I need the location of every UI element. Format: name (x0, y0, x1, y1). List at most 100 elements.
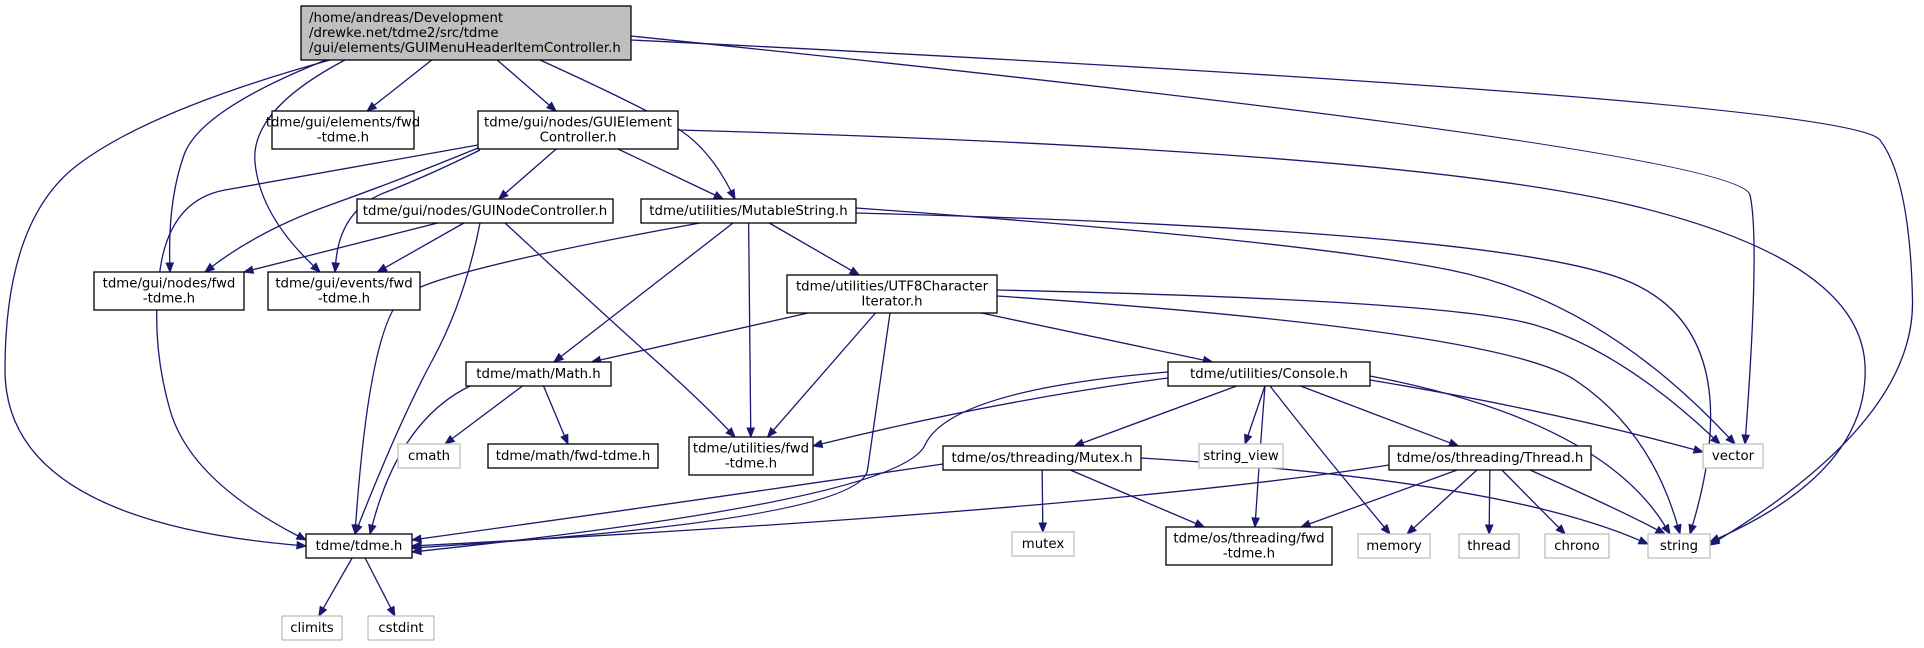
edge-console-to-vector (1369, 379, 1705, 454)
node-box (271, 110, 415, 150)
edge-line (156, 144, 479, 537)
node-thread_sys[interactable]: thread (1458, 533, 1520, 559)
edge-guinodecontroller-to-utilities_fwd (504, 222, 736, 438)
edge-console-to-thread_h (1300, 385, 1460, 447)
edge-console-to-string (1369, 375, 1671, 536)
edge-arrowhead (410, 546, 422, 556)
edge-guielementcontroller-to-mutablestring (617, 148, 725, 200)
node-label-line: -tdme.h (143, 292, 195, 307)
edge-arrowhead (546, 101, 558, 112)
node-utilities_fwd[interactable]: tdme/utilities/fwd-tdme.h (688, 436, 814, 476)
node-label-line: tdme/utilities/UTF8Character (796, 280, 989, 295)
node-box (942, 445, 1142, 471)
edge-line (322, 557, 353, 609)
node-label-line: tdme/os/threading/Thread.h (1397, 451, 1584, 466)
edge-arrowhead (1380, 523, 1391, 536)
node-threading_fwd[interactable]: tdme/os/threading/fwd-tdme.h (1165, 526, 1333, 566)
node-memory[interactable]: memory (1357, 533, 1431, 559)
edge-line (996, 289, 1714, 439)
edge-line (996, 295, 1679, 526)
edge-line (420, 371, 1169, 552)
edge-line (1413, 469, 1478, 529)
edge-arrowhead (1637, 536, 1650, 545)
node-math[interactable]: tdme/math/Math.h (465, 361, 612, 387)
node-label-line: climits (290, 621, 334, 636)
node-cstdint[interactable]: cstdint (367, 615, 435, 641)
node-guinodecontroller[interactable]: tdme/gui/nodes/GUINodeController.h (356, 198, 614, 224)
node-label-line: tdme/gui/events/fwd (275, 277, 412, 292)
node-box (487, 443, 659, 469)
node-label-line: tdme/tdme.h (316, 539, 403, 554)
node-box (1458, 533, 1520, 559)
edge-arrowhead (848, 266, 861, 276)
node-label-line: tdme/math/Math.h (476, 367, 600, 382)
node-box (1167, 361, 1371, 387)
edge-arrowhead (443, 434, 456, 445)
node-box (93, 271, 245, 311)
edge-line (420, 464, 1390, 547)
edge-arrowhead (811, 439, 824, 448)
node-main[interactable]: /home/andreas/Development/drewke.net/tdm… (300, 5, 632, 61)
edge-arrowhead (296, 540, 308, 550)
node-string[interactable]: string (1647, 533, 1711, 559)
node-box (397, 443, 461, 469)
node-string_view[interactable]: string_view (1198, 443, 1284, 469)
node-box (477, 110, 679, 150)
node-mutablestring[interactable]: tdme/utilities/MutableString.h (640, 198, 857, 224)
node-elements_fwd[interactable]: tdme/gui/elements/fwd-tdme.h (266, 110, 420, 150)
node-mutex[interactable]: tdme/os/threading/Mutex.h (942, 445, 1142, 471)
node-label-line: /drewke.net/tdme2/src/tdme (309, 26, 499, 41)
edge-thread_h-to-memory (1406, 469, 1478, 535)
node-console[interactable]: tdme/utilities/Console.h (1167, 361, 1371, 387)
node-mutex_sys[interactable]: mutex (1011, 531, 1075, 557)
node-nodes_fwd[interactable]: tdme/gui/nodes/fwd-tdme.h (93, 271, 245, 311)
node-box (1198, 443, 1284, 469)
node-box (465, 361, 612, 387)
edge-line (505, 148, 557, 194)
node-box (367, 615, 435, 641)
edge-line (211, 147, 479, 268)
edge-thread_h-to-chrono (1501, 469, 1567, 535)
edge-arrowhead (766, 426, 778, 439)
edge-arrowhead (203, 262, 216, 273)
edge-line (630, 35, 1755, 436)
edge-arrowhead (1073, 438, 1085, 447)
node-label-line: string_view (1203, 449, 1279, 464)
edge-arrowhead (560, 433, 569, 446)
node-chrono[interactable]: chrono (1544, 533, 1610, 559)
node-label-line: string (1660, 539, 1698, 554)
edge-thread_h-to-thread_sys (1484, 469, 1494, 536)
edge-main-to-guielementcontroller (496, 59, 558, 112)
edge-arrowhead (1673, 523, 1682, 536)
edge-line (981, 312, 1204, 361)
node-cmath[interactable]: cmath (397, 443, 461, 469)
edge-console-to-tdme (410, 371, 1169, 556)
edge-arrowhead (726, 188, 736, 201)
edge-arrowhead (318, 605, 328, 618)
node-label-line: cmath (408, 449, 450, 464)
edge-console-to-mutex (1073, 385, 1237, 447)
edge-tdme-to-climits (318, 557, 353, 618)
node-events_fwd[interactable]: tdme/gui/events/fwd-tdme.h (267, 271, 421, 311)
edge-line (772, 312, 876, 431)
node-tdme[interactable]: tdme/tdme.h (305, 533, 413, 559)
edge-guielementcontroller-to-nodes_fwd (203, 147, 479, 273)
edge-main-to-tdme (4, 59, 331, 550)
edge-guielementcontroller-to-tdme (156, 144, 479, 541)
edge-line (1082, 385, 1237, 444)
node-vector[interactable]: vector (1702, 443, 1764, 469)
node-box (300, 5, 632, 61)
node-climits[interactable]: climits (281, 615, 343, 641)
edge-line (168, 59, 327, 264)
edge-arrowhead (1193, 519, 1206, 528)
edge-line (542, 385, 566, 436)
node-thread_h[interactable]: tdme/os/threading/Thread.h (1388, 445, 1592, 471)
edge-mutablestring-to-string (855, 212, 1712, 536)
node-math_fwd[interactable]: tdme/math/fwd-tdme.h (487, 443, 659, 469)
edge-line (1369, 379, 1695, 451)
edge-line (364, 557, 392, 609)
edge-line (630, 39, 1914, 541)
edge-line (677, 129, 1866, 539)
